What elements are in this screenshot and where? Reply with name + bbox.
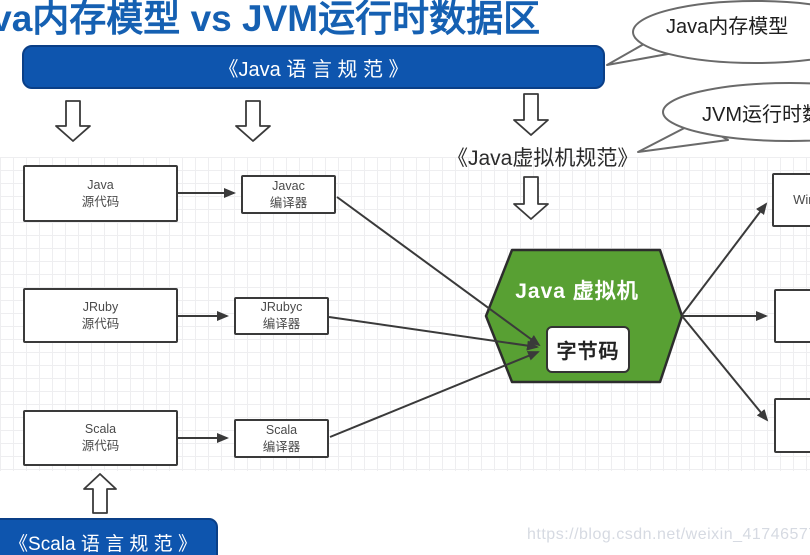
watermark-text: https://blog.csdn.net/weixin_41746577: [527, 526, 810, 543]
callout-jmm-label: Java内存模型: [666, 16, 789, 38]
jrubyc-compiler-line1: JRubyc: [260, 300, 303, 315]
jvm-hexagon-label: Java 虚拟机: [515, 280, 639, 303]
java-language-spec-label: 《Java 语 言 规 范 》: [218, 58, 409, 81]
javac-compiler-line1: Javac: [272, 178, 305, 193]
jvm-spec-label: 《Java虚拟机规范》: [447, 147, 639, 170]
java-source-line2: 源代码: [81, 194, 120, 209]
edge-javac-bytecode: [336, 196, 541, 347]
scala-compiler-line1: Scala: [265, 422, 298, 437]
platform-windows-label: Windows: [793, 192, 810, 208]
jrubyc-compiler-line2: 编译器: [262, 317, 301, 331]
edge-jvm-windows: [681, 202, 768, 316]
flow-arrow-up-1: [83, 473, 117, 514]
platform-box-2: [774, 289, 810, 343]
callout-runtime-label: JVM运行时数据区: [702, 104, 810, 126]
flow-arrow-down-3: [513, 93, 549, 136]
edge-scalac-bytecode: [329, 351, 540, 438]
flow-arrow-down-2: [235, 100, 271, 142]
flow-arrow-down-1: [55, 100, 91, 142]
edge-jrubyc-bytecode: [328, 316, 539, 351]
javac-compiler-box: Javac 编译器: [241, 175, 336, 214]
bytecode-box: 字节码: [546, 326, 630, 373]
jruby-source-line1: JRuby: [82, 299, 119, 314]
scala-source-line2: 源代码: [81, 439, 120, 453]
java-source-box: Java 源代码: [23, 165, 178, 222]
callout-runtime-bubble: [637, 82, 810, 153]
scala-language-spec-label: 《Scala 语 言 规 范 》: [9, 534, 197, 555]
flow-arrow-down-4: [513, 176, 549, 220]
platform-windows-box: Windows: [772, 173, 810, 227]
scala-source-box: Scala 源代码: [23, 410, 178, 466]
jruby-source-line2: 源代码: [81, 316, 120, 331]
java-source-line1: Java: [87, 177, 114, 192]
scala-language-spec-box: 《Scala 语 言 规 范 》: [0, 518, 218, 555]
java-language-spec-box: 《Java 语 言 规 范 》: [22, 45, 605, 89]
jruby-source-box: JRuby 源代码: [23, 288, 178, 343]
platform-box-3: [774, 398, 810, 453]
jrubyc-compiler-box: JRubyc 编译器: [234, 297, 329, 335]
javac-compiler-line2: 编译器: [269, 195, 308, 210]
bytecode-label: 字节码: [556, 341, 620, 363]
scala-compiler-box: Scala 编译器: [234, 419, 329, 458]
edge-jvm-platform3: [681, 315, 769, 422]
scala-compiler-line2: 编译器: [262, 439, 301, 454]
scala-source-line1: Scala: [84, 422, 117, 437]
page-title: Java内存模型 vs JVM运行时数据区: [0, 0, 541, 39]
callout-jmm-bubble: [606, 0, 810, 66]
